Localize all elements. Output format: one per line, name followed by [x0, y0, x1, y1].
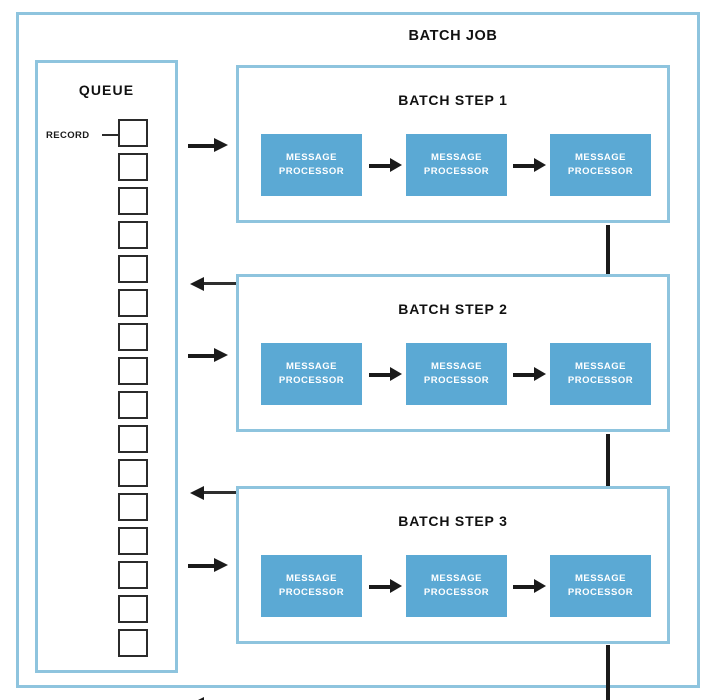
batch-job-title: BATCH JOB — [408, 28, 498, 44]
queue-record-box — [118, 255, 148, 283]
step-to-queue-return-path — [190, 645, 610, 700]
batch-step-panel: BATCH STEP 2 MESSAGE PROCESSOR MESSAGE PROCE… — [236, 274, 670, 432]
processor-chain-arrow — [506, 158, 550, 172]
message-processor-label-line2: PROCESSOR — [423, 166, 490, 177]
arrow-head-icon — [214, 558, 228, 572]
queue-record-box — [118, 153, 148, 181]
queue-record-box — [118, 119, 148, 147]
queue-record-box — [118, 595, 148, 623]
queue-record-box — [118, 221, 148, 249]
message-processor-label-line2: PROCESSOR — [278, 166, 345, 177]
return-path-vertical — [606, 645, 610, 700]
batch-step-panel: BATCH STEP 3 MESSAGE PROCESSOR MESSAGE PROCE… — [236, 486, 670, 644]
queue-to-step-arrow — [188, 348, 236, 363]
arrow-head-icon — [190, 486, 204, 500]
message-processor-label-line1: MESSAGE — [574, 152, 626, 164]
message-processor-label-line2: PROCESSOR — [423, 587, 490, 598]
message-processor-label-line2: PROCESSOR — [567, 587, 634, 598]
message-processor-label-line1: MESSAGE — [285, 152, 337, 164]
arrow-shaft — [369, 164, 392, 168]
arrow-shaft — [188, 144, 218, 148]
arrow-head-icon — [214, 348, 228, 362]
processor-chain-arrow — [506, 579, 550, 593]
queue-record-column — [118, 119, 152, 663]
arrow-head-icon — [390, 158, 402, 172]
queue-record-box — [118, 527, 148, 555]
message-processor-row: MESSAGE PROCESSOR MESSAGE PROCESSOR MESSAGE P… — [261, 555, 651, 617]
arrow-head-icon — [190, 697, 204, 700]
message-processor-row: MESSAGE PROCESSOR MESSAGE PROCESSOR MESSAGE P… — [261, 134, 651, 196]
batch-step-title: BATCH STEP 2 — [398, 301, 508, 317]
arrow-shaft — [513, 373, 536, 377]
message-processor-box[interactable]: MESSAGE PROCESSOR — [406, 555, 507, 617]
message-processor-box[interactable]: MESSAGE PROCESSOR — [261, 134, 362, 196]
arrow-head-icon — [390, 579, 402, 593]
message-processor-row: MESSAGE PROCESSOR MESSAGE PROCESSOR MESSAGE P… — [261, 343, 651, 405]
return-path-vertical — [606, 225, 610, 285]
queue-record-box — [118, 391, 148, 419]
queue-to-step-arrow — [188, 558, 236, 573]
message-processor-box[interactable]: MESSAGE PROCESSOR — [261, 343, 362, 405]
record-leader-line — [102, 134, 119, 136]
queue-record-box — [118, 459, 148, 487]
processor-chain-arrow — [362, 158, 406, 172]
message-processor-label-line2: PROCESSOR — [278, 375, 345, 386]
message-processor-box[interactable]: MESSAGE PROCESSOR — [406, 134, 507, 196]
processor-chain-arrow — [506, 367, 550, 381]
queue-title: QUEUE — [78, 82, 135, 98]
batch-step-panel: BATCH STEP 1 MESSAGE PROCESSOR MESSAGE PROCE… — [236, 65, 670, 223]
arrow-shaft — [188, 354, 218, 358]
queue-record-box — [118, 425, 148, 453]
queue-record-box — [118, 493, 148, 521]
arrow-head-icon — [534, 158, 546, 172]
batch-step-title: BATCH STEP 3 — [398, 513, 508, 529]
arrow-head-icon — [534, 367, 546, 381]
return-path-vertical — [606, 434, 610, 494]
message-processor-label-line2: PROCESSOR — [567, 375, 634, 386]
arrow-head-icon — [534, 579, 546, 593]
arrow-shaft — [369, 373, 392, 377]
message-processor-label-line1: MESSAGE — [430, 361, 482, 373]
message-processor-box[interactable]: MESSAGE PROCESSOR — [550, 343, 651, 405]
message-processor-box[interactable]: MESSAGE PROCESSOR — [550, 555, 651, 617]
queue-record-box — [118, 187, 148, 215]
record-label: RECORD — [46, 130, 90, 141]
arrow-shaft — [513, 164, 536, 168]
queue-record-box — [118, 629, 148, 657]
message-processor-label-line2: PROCESSOR — [567, 166, 634, 177]
message-processor-label-line2: PROCESSOR — [423, 375, 490, 386]
queue-record-box — [118, 561, 148, 589]
message-processor-label-line1: MESSAGE — [574, 361, 626, 373]
arrow-shaft — [513, 585, 536, 589]
arrow-head-icon — [390, 367, 402, 381]
arrow-head-icon — [214, 138, 228, 152]
message-processor-label-line1: MESSAGE — [430, 152, 482, 164]
message-processor-label-line2: PROCESSOR — [278, 587, 345, 598]
message-processor-label-line1: MESSAGE — [430, 573, 482, 585]
queue-record-box — [118, 357, 148, 385]
arrow-head-icon — [190, 277, 204, 291]
step-to-queue-return-path — [190, 434, 610, 500]
message-processor-box[interactable]: MESSAGE PROCESSOR — [406, 343, 507, 405]
queue-to-step-arrow — [188, 138, 236, 153]
message-processor-box[interactable]: MESSAGE PROCESSOR — [261, 555, 362, 617]
message-processor-box[interactable]: MESSAGE PROCESSOR — [550, 134, 651, 196]
message-processor-label-line1: MESSAGE — [574, 573, 626, 585]
queue-panel — [35, 60, 178, 673]
message-processor-label-line1: MESSAGE — [285, 361, 337, 373]
queue-record-box — [118, 289, 148, 317]
arrow-shaft — [369, 585, 392, 589]
arrow-shaft — [188, 564, 218, 568]
batch-step-title: BATCH STEP 1 — [398, 92, 508, 108]
processor-chain-arrow — [362, 579, 406, 593]
processor-chain-arrow — [362, 367, 406, 381]
queue-record-box — [118, 323, 148, 351]
message-processor-label-line1: MESSAGE — [285, 573, 337, 585]
